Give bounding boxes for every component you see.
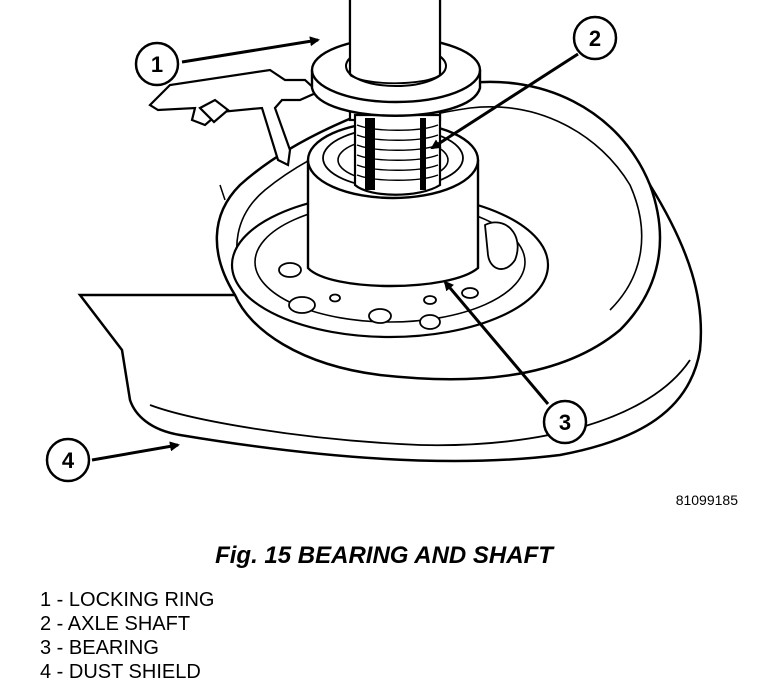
legend-item-locking-ring: 1 - LOCKING RING bbox=[40, 589, 215, 611]
svg-text:1: 1 bbox=[151, 52, 163, 77]
callout-1: 1 bbox=[134, 41, 180, 87]
svg-text:3: 3 bbox=[559, 410, 571, 435]
bearing-shaft-illustration: 1 2 3 4 bbox=[45, 0, 703, 483]
callout-3: 3 bbox=[542, 399, 588, 445]
locking-ring bbox=[310, 0, 482, 117]
callout-4: 4 bbox=[45, 437, 91, 483]
legend: 1 - LOCKING RING 2 - AXLE SHAFT 3 - BEAR… bbox=[40, 588, 214, 684]
callout-2: 2 bbox=[572, 15, 618, 61]
leader-3 bbox=[443, 280, 550, 405]
leader-4 bbox=[91, 441, 180, 462]
figure-id: 81099185 bbox=[675, 492, 738, 508]
clip-bracket bbox=[148, 68, 320, 167]
legend-item-bearing: 3 - BEARING bbox=[40, 637, 159, 659]
svg-text:2: 2 bbox=[589, 26, 601, 51]
svg-text:4: 4 bbox=[62, 448, 75, 473]
leader-1 bbox=[181, 36, 320, 64]
legend-item-dust-shield: 4 - DUST SHIELD bbox=[40, 661, 201, 683]
legend-item-axle-shaft: 2 - AXLE SHAFT bbox=[40, 613, 191, 635]
leader-2 bbox=[430, 52, 579, 150]
figure-caption: Fig. 15 BEARING AND SHAFT bbox=[215, 542, 553, 569]
leader-lines bbox=[91, 36, 579, 462]
